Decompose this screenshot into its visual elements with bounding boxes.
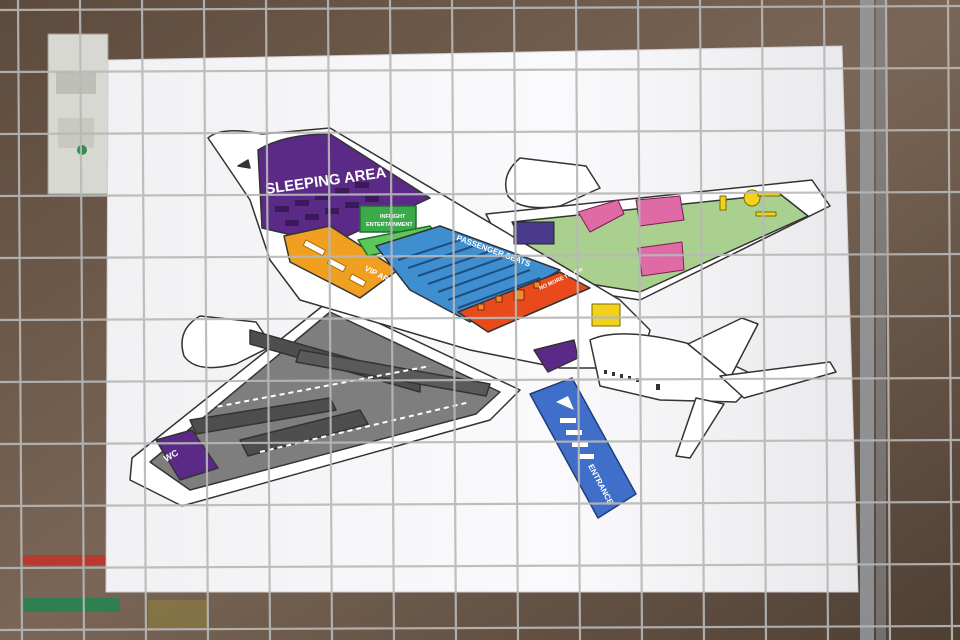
lower-deck-wall-2 (189, 397, 337, 435)
grid-wire-horizontal (0, 190, 960, 198)
grid-wire-horizontal (0, 4, 960, 12)
tail-fuselage (589, 333, 761, 403)
grid-wire-horizontal (0, 500, 960, 508)
grid-wire-horizontal (0, 562, 960, 570)
wall-pipes (22, 0, 886, 640)
grid-wire-horizontal (0, 66, 960, 74)
entrance-ramp (529, 377, 637, 519)
inflight-label-1: INFLIGHT (380, 214, 406, 220)
grid-wire-vertical (512, 0, 520, 640)
lower-deck-walkway (199, 365, 431, 411)
grid-wire-vertical (760, 0, 768, 640)
bar-stools (477, 281, 541, 311)
grid-wire-horizontal (0, 128, 960, 136)
grid-wire-vertical (636, 0, 644, 640)
grid-wire-vertical (264, 0, 272, 640)
grid-wire-vertical (450, 0, 458, 640)
grid-wire-vertical (574, 0, 582, 640)
dark-box (513, 221, 555, 245)
lower-deck-wall-3 (239, 409, 369, 457)
electrical-box (47, 33, 109, 195)
grid-wire-horizontal (0, 438, 960, 446)
grid-wire-vertical (698, 0, 706, 640)
sleeping-beds (275, 182, 379, 226)
engine-lower (181, 315, 273, 369)
vip-furniture (302, 239, 367, 288)
grid-wire-vertical (946, 0, 954, 640)
grid-wire-horizontal (0, 252, 960, 260)
yellow-bar-3 (719, 195, 727, 211)
cockpit-window (237, 159, 251, 169)
inflight-label-2: ENTERTAINMENT (366, 222, 413, 228)
grid-wire-horizontal (0, 376, 960, 384)
grid-wire-vertical (326, 0, 334, 640)
grid-wire-horizontal (0, 624, 960, 632)
tail-stabilizer-right (719, 361, 837, 399)
grid-wire-horizontal (0, 314, 960, 322)
pink-kiosk (637, 241, 685, 277)
grid-wire-vertical (822, 0, 830, 640)
cargo-props (513, 189, 781, 277)
entrance-arrow (556, 396, 594, 459)
grid-wire-vertical (884, 0, 892, 640)
tail-stabilizer-left (675, 397, 725, 459)
pink-cannon (577, 199, 625, 233)
yellow-shop (591, 303, 621, 327)
yellow-bar-2 (755, 211, 777, 217)
tail-fin-vertical (687, 317, 759, 379)
yellow-robot (743, 189, 761, 207)
grid-wire-vertical (388, 0, 396, 640)
